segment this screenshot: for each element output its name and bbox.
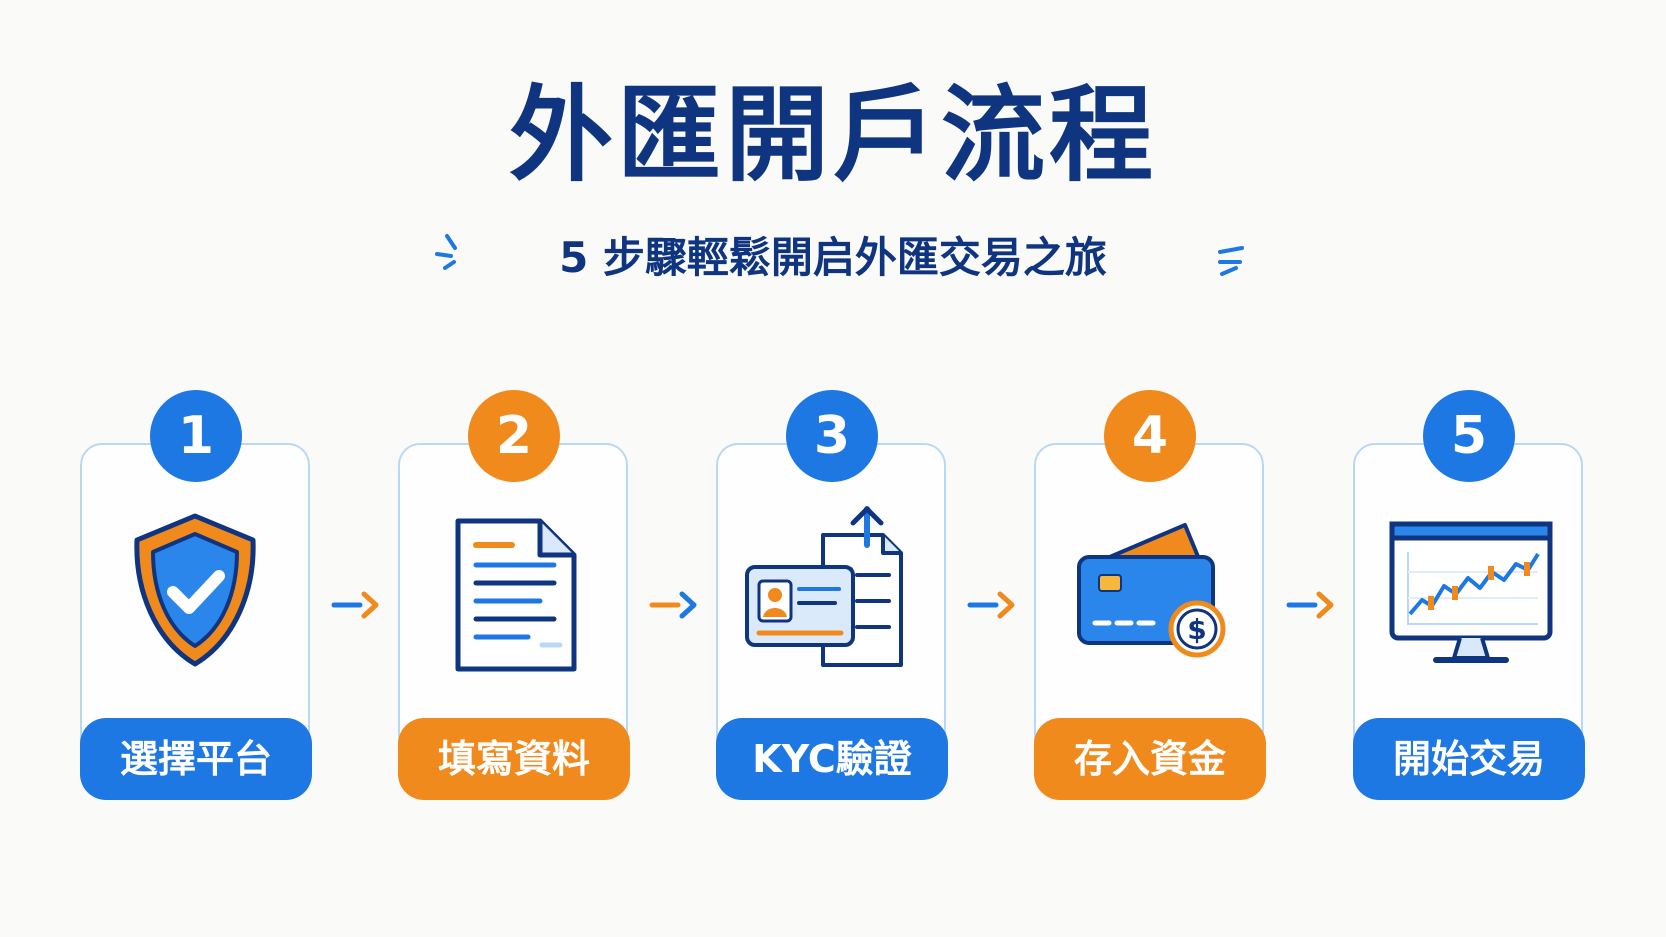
- page-title: 外匯開戶流程: [508, 74, 1157, 196]
- subtitle: 5 步驟輕鬆開启外匯交易之旅: [559, 233, 1107, 282]
- id-card-checklist-upload-icon: [745, 506, 903, 667]
- arrow-right-icon: [649, 591, 697, 619]
- sparkle-right-icon: [1218, 246, 1244, 276]
- step-number-badge-3: 3: [786, 390, 878, 482]
- sparkle-left-icon: [435, 234, 457, 270]
- subtitle-row: 5 步驟輕鬆開启外匯交易之旅: [0, 228, 1666, 288]
- document-icon: [455, 518, 577, 672]
- arrow-right-icon: [1286, 591, 1334, 619]
- step-number-badge-5: 5: [1423, 390, 1515, 482]
- step-number-badge-1: 1: [150, 390, 242, 482]
- step-number-badge-4: 4: [1104, 390, 1196, 482]
- arrow-right-icon: [331, 591, 379, 619]
- step-label-3: KYC驗證: [716, 718, 948, 800]
- trading-monitor-icon: [1389, 521, 1553, 663]
- svg-text:$: $: [1187, 613, 1206, 646]
- step-label-4: 存入資金: [1034, 718, 1266, 800]
- credit-card-dollar-icon: $: [1077, 523, 1226, 658]
- step-number-badge-2: 2: [468, 390, 560, 482]
- step-label-1: 選擇平台: [80, 718, 312, 800]
- arrow-right-icon: [967, 591, 1015, 619]
- step-label-2: 填寫資料: [398, 718, 630, 800]
- step-label-5: 開始交易: [1353, 718, 1585, 800]
- shield-check-icon: [134, 513, 256, 667]
